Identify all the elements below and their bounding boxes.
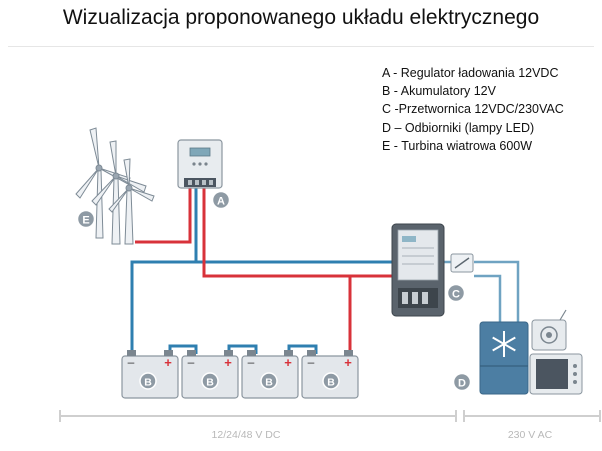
inverter [391, 223, 445, 317]
wind-turbines [75, 127, 155, 245]
tv-appliance [529, 353, 583, 395]
marker-b-1-label: B [144, 377, 152, 389]
radio-appliance [531, 309, 567, 351]
marker-d: D [452, 372, 472, 392]
battery-2-positive-symbol: + [224, 355, 232, 370]
battery-3-positive-symbol: + [284, 355, 292, 370]
wind-turbine-front [108, 158, 155, 245]
ac-output-wire-1 [474, 260, 520, 322]
battery-bank: – + – + – + – + [121, 350, 359, 399]
marker-c-label: C [452, 289, 460, 301]
marker-b-4: B [322, 372, 340, 390]
diagram-title: Wizualizacja proponowanego układu elektr… [62, 6, 540, 29]
battery-4-negative-symbol: – [308, 355, 315, 369]
title-divider [8, 46, 594, 47]
snowflake-icon [492, 331, 516, 357]
marker-b-1: B [139, 372, 157, 390]
ac-switch-box [450, 253, 474, 273]
marker-b-2: B [201, 372, 219, 390]
marker-e-label: E [82, 215, 89, 227]
legend-item-b: B - Akumulatory 12V [382, 84, 496, 99]
marker-d-label: D [458, 378, 466, 390]
marker-a: A [211, 190, 231, 210]
dc-section-label: 12/24/48 V DC [212, 429, 281, 441]
marker-a-label: A [217, 196, 225, 208]
legend-item-d: D – Odbiorniki (lampy LED) [382, 120, 535, 135]
marker-b-2-label: B [206, 377, 214, 389]
marker-b-4-label: B [327, 377, 335, 389]
legend-item-c: C -Przetwornica 12VDC/230VAC [382, 102, 564, 117]
legend-item-e: E - Turbina wiatrowa 600W [382, 138, 533, 153]
ac-output-wire-2 [474, 274, 502, 322]
regulator-positive-wire [202, 188, 405, 278]
ac-loads [479, 309, 583, 395]
battery-3-negative-symbol: – [248, 355, 255, 369]
ac-section-label: 230 V AC [508, 429, 553, 441]
legend: A - Regulator ładowania 12VDC B - Akumul… [382, 64, 564, 155]
marker-b-3-label: B [265, 377, 273, 389]
wind-turbine-middle [91, 140, 147, 245]
turbine-to-regulator-wire [135, 188, 192, 244]
ac-section-bar: 230 V AC [463, 410, 601, 441]
negative-bus-wire [130, 260, 405, 356]
fridge-appliance [479, 321, 529, 395]
marker-e: E [76, 209, 96, 229]
battery-1-negative-symbol: – [128, 355, 135, 369]
marker-c: C [446, 283, 466, 303]
legend-item-a: A - Regulator ładowania 12VDC [382, 66, 559, 80]
battery-2-negative-symbol: – [188, 355, 195, 369]
marker-b-3: B [260, 372, 278, 390]
battery-1-positive-symbol: + [164, 355, 172, 370]
dc-section-bar: 12/24/48 V DC [59, 410, 457, 441]
positive-wiring [135, 188, 405, 356]
negative-wiring [130, 188, 405, 356]
charge-regulator [177, 139, 223, 189]
battery-4-positive-symbol: + [344, 355, 352, 370]
